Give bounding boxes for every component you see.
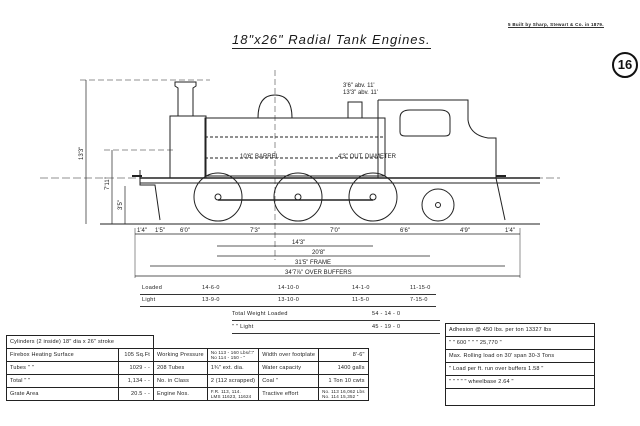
wheelbase-dim-4: 7'3" [250, 228, 260, 234]
plate-number-badge: 16 [612, 52, 638, 78]
table-row: " " " " " wheelbase 2.64 " [445, 375, 595, 389]
weight-value: 11-5-0 [352, 297, 370, 303]
adhesion-cell: Max. Rolling load on 30' span 30-3 Tons [445, 349, 595, 363]
adhesion-table: Adhesion @ 450 lbs. per ton 13327 lbs " … [445, 323, 595, 406]
table-row: Adhesion @ 450 lbs. per ton 13327 lbs [445, 323, 595, 337]
spec-label: Firebox Heating Surface [6, 348, 119, 362]
radial-wheel [421, 188, 455, 222]
adhesion-cell: Adhesion @ 450 lbs. per ton 13327 lbs [445, 323, 595, 337]
front-buffer-beam [139, 170, 161, 221]
spec-value: 2 (112 scrapped) [206, 374, 260, 388]
cab [378, 99, 497, 178]
boiler [204, 117, 386, 177]
spec-value: No. 113 16,062 Lbs [322, 389, 365, 394]
table-row: Firebox Heating Surface 105 Sq.Ft Workin… [6, 348, 369, 362]
table-row: " " 600 " " " 25,770 " [445, 336, 595, 350]
spec-value: 105 Sq.Ft [118, 348, 154, 362]
vertical-total-label: 13'3" [79, 147, 85, 160]
table-row: Total " " 1,134 - - No. in Class 2 (112 … [6, 374, 369, 388]
total-value: 45 - 19 - 0 [372, 324, 401, 330]
spec-value: 1 Ton 10 cwts [318, 374, 369, 388]
spec-label: Water capacity [258, 361, 320, 375]
safety-valve [347, 101, 363, 118]
dome [257, 94, 293, 119]
cylinders-cell: Cylinders (2 inside) 18" dia x 26" strok… [6, 335, 154, 349]
table-row: Tubes " " 1029 - - 208 Tubes 1¾" ext. di… [6, 361, 369, 375]
weights-row-light: Light 13-9-0 13-10-0 11-5-0 7-15-0 [140, 295, 436, 307]
spec-value: 1400 galls [318, 361, 369, 375]
driving-wheel-1 [193, 172, 243, 222]
spec-value: LMS 11623, 11624 [210, 394, 252, 399]
wheelbase-dim-1: 1'4" [137, 228, 147, 234]
adhesion-cell: " " 600 " " " 25,770 " [445, 336, 595, 350]
builder-note: 5 Built by Sharp, Stewart & Co. in 1879. [508, 22, 604, 28]
drawing-title: 18"x26" Radial Tank Engines. [232, 32, 431, 49]
spec-label: Engine Nos. [153, 387, 208, 401]
dome-label-2: 13'3" abv. 11' [343, 90, 378, 96]
driving-wheel-3 [348, 172, 398, 222]
spec-label: No. in Class [153, 374, 208, 388]
spec-label: 208 Tubes [153, 361, 208, 375]
weights-row-label: Loaded [142, 285, 163, 291]
table-row: Cylinders (2 inside) 18" dia x 26" strok… [6, 335, 369, 349]
wheelbase-dim-7: 4'9" [460, 228, 470, 234]
total-label: " " Light [232, 324, 254, 330]
spec-value: 1¾" ext. dia. [206, 361, 260, 375]
table-row: Max. Rolling load on 30' span 30-3 Tons [445, 349, 595, 363]
table-row [445, 388, 595, 406]
spec-label: Tractive effort [258, 387, 320, 401]
weight-value: 14-1-0 [352, 285, 370, 291]
driving-wheel-2 [273, 172, 323, 222]
vertical-centre-label: 7'11" [105, 177, 111, 190]
weight-value: 7-15-0 [410, 297, 428, 303]
smokebox [169, 115, 207, 179]
wheelbase-dim-2: 1'5" [155, 228, 165, 234]
spec-label: Coal " [258, 374, 320, 388]
weight-value: 13-10-0 [278, 297, 300, 303]
weights-row-label: Light [142, 297, 156, 303]
spec-label: Working Pressure [153, 348, 208, 362]
barrel-label: 10'6" BARREL [240, 154, 280, 160]
specifications-table: Cylinders (2 inside) 18" dia x 26" strok… [6, 335, 369, 401]
wheelbase-dim-5: 7'0" [330, 228, 340, 234]
spec-value: No. 114 15,352 " [322, 394, 359, 399]
vertical-buffer-label: 3'5" [118, 200, 124, 210]
overall-dim-2: 20'8" [312, 250, 325, 256]
diameter-label: 4'3" OUT. DIAMETER [338, 154, 397, 160]
total-value: 54 - 14 - 0 [372, 311, 401, 317]
table-row: Grate Area 20.5 - - Engine Nos. F.R. 113… [6, 387, 369, 401]
dome-label-1: 3'6" abv. 11' [343, 83, 375, 89]
chimney [174, 81, 197, 116]
weight-value: 13-9-0 [202, 297, 220, 303]
spec-label: Grate Area [6, 387, 119, 401]
total-label: Total Weight Loaded [232, 311, 288, 317]
spec-value: 20.5 - - [118, 387, 154, 401]
spec-label: Width over footplate [258, 348, 320, 362]
spec-value: 1,134 - - [118, 374, 154, 388]
wheelbase-dim-6: 6'6" [400, 228, 410, 234]
adhesion-cell: " Load per ft. run over buffers 1.58 " [445, 362, 595, 376]
spec-label: Total " " [6, 374, 119, 388]
spec-value: F.R. 113, 114. [210, 389, 241, 394]
weight-value: 14-10-0 [278, 285, 300, 291]
total-weight-light-row: " " Light 45 - 19 - 0 [232, 322, 440, 334]
overall-dim-1: 14'3" [292, 240, 305, 246]
cab-window [399, 109, 451, 137]
adhesion-cell: " " " " " wheelbase 2.64 " [445, 375, 595, 389]
total-weight-loaded-row: Total Weight Loaded 54 - 14 - 0 [232, 309, 440, 321]
spec-value: 8'-6" [318, 348, 369, 362]
spec-value: No 113 - 160 Lbs/□" [210, 350, 255, 355]
spec-label: Tubes " " [6, 361, 119, 375]
wheelbase-dim-8: 1'4" [505, 228, 515, 234]
frame-dim: 31'5" FRAME [295, 260, 331, 266]
weight-value: 11-15-0 [410, 285, 431, 291]
spec-value: 1029 - - [118, 361, 154, 375]
spec-value: No 114 - 150 - " [210, 355, 246, 360]
wheelbase-dim-3: 6'0" [180, 228, 190, 234]
buffers-dim: 34'7⅞" OVER BUFFERS [285, 270, 352, 276]
weight-value: 14-6-0 [202, 285, 220, 291]
weights-row-loaded: Loaded 14-6-0 14-10-0 14-1-0 11-15-0 [140, 283, 436, 295]
table-row: " Load per ft. run over buffers 1.58 " [445, 362, 595, 376]
